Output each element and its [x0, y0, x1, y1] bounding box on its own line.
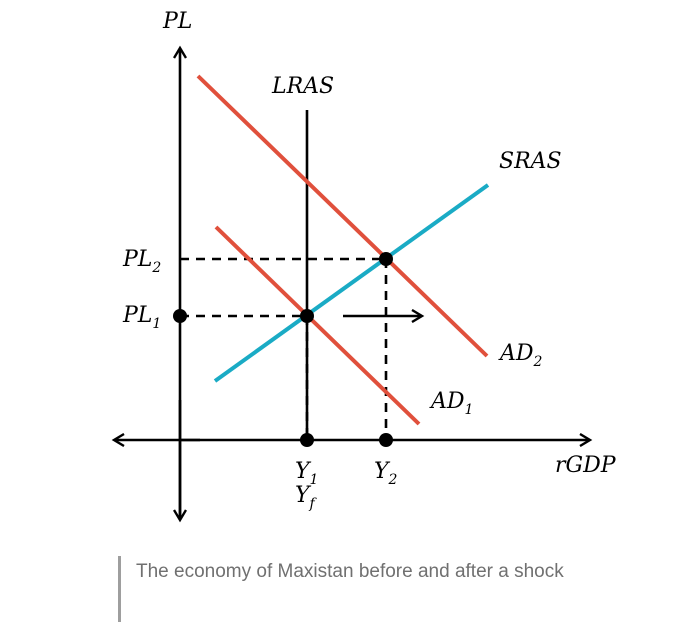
y-axis-label: PL [162, 9, 192, 34]
new-equilibrium-point [379, 252, 393, 266]
as-ad-diagram: PL rGDP LRAS SRAS AD2 AD1 PL2 PL1 Y1 Yf … [0, 9, 617, 550]
ad2-label: AD2 [498, 341, 543, 370]
pl1-label: PL1 [122, 303, 161, 332]
y1-axis-point [300, 433, 314, 447]
pl1-axis-point [173, 309, 187, 323]
ad2-curve [196, 74, 489, 358]
y2-axis-point [379, 433, 393, 447]
ad1-curve [214, 225, 421, 426]
x-axis-label: rGDP [555, 453, 617, 478]
y1-label: Y1 [295, 459, 318, 488]
yf-label: Yf [295, 483, 318, 512]
y2-label: Y2 [374, 459, 398, 488]
sras-curve [213, 183, 490, 383]
figure-caption: The economy of Maxistan before and after… [118, 556, 578, 622]
ad1-label: AD1 [429, 389, 473, 418]
pl2-label: PL2 [122, 247, 161, 276]
lras-label: LRAS [271, 74, 334, 99]
initial-equilibrium-point [300, 309, 314, 323]
sras-label: SRAS [499, 149, 562, 174]
